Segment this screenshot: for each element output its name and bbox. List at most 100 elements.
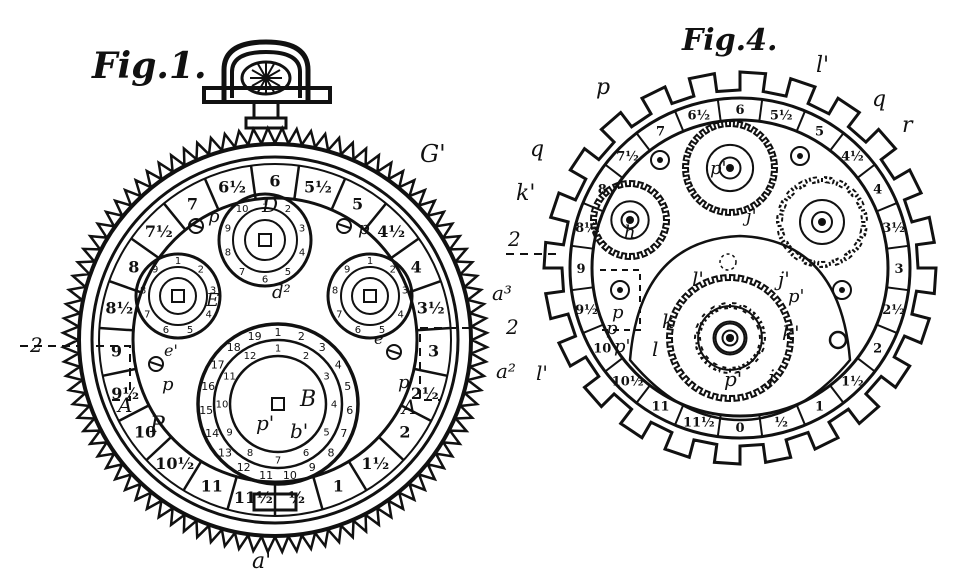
label4-j1: j' (742, 206, 757, 227)
outer-hour-number: 4½ (377, 222, 405, 241)
ring-divider (571, 244, 594, 250)
ring-divider (118, 404, 150, 423)
outer-ring-number: 11½ (683, 416, 715, 431)
outer-hour-number: 9 (111, 342, 122, 361)
subdial-number: 11 (223, 372, 236, 383)
subdial-number: 1 (275, 326, 282, 339)
subdial-number: 6 (262, 275, 268, 286)
subdial-number: 4 (331, 400, 337, 411)
label-d2: d² (272, 282, 291, 303)
outer-hour-number: 5½ (304, 178, 332, 197)
gear (589, 179, 671, 261)
label4-p1-center: p' (724, 367, 742, 391)
outer-hour-number: 4 (411, 257, 422, 276)
subdial-number: 8 (247, 448, 253, 459)
outer-hour-number: 5 (352, 195, 363, 214)
outer-ring-number: 11 (651, 400, 669, 415)
subdial-number: 16 (201, 380, 215, 393)
label4-q-top: q (872, 87, 886, 112)
ring-divider (856, 163, 876, 179)
outer-ring-number: 10½ (612, 374, 644, 389)
label-e1: e' (164, 341, 178, 360)
label-A-right: A (400, 395, 416, 419)
label4-k: k (662, 309, 674, 333)
outer-hour-number: 10 (134, 422, 156, 441)
gear (775, 175, 869, 269)
label4-k1: k' (782, 321, 800, 345)
outer-ring-number: 2½ (882, 303, 905, 318)
subdial-number: 6 (163, 325, 169, 336)
subdial-number: 4 (206, 309, 212, 320)
subdial-number: 9 (309, 461, 316, 474)
subdial-number: 3 (323, 372, 329, 383)
subdial-number: 3 (402, 285, 408, 296)
fig4-rim-ring (568, 96, 912, 440)
subdial-number: 11 (259, 469, 273, 482)
subdial-number: 1 (275, 344, 281, 355)
subdial-number: 2 (303, 351, 309, 362)
outer-hour-number: 9½ (111, 384, 139, 403)
outer-hour-number: 6 (269, 172, 280, 191)
outer-ring-number: 0 (735, 421, 744, 436)
ring-divider (829, 132, 845, 152)
label-P: P (149, 413, 166, 438)
outer-hour-number: 11 (201, 476, 223, 495)
subdial-number: 5 (323, 428, 329, 439)
subdial-number: 7 (336, 309, 342, 320)
label4-l1-left: l' (536, 361, 548, 385)
ring-divider (795, 110, 806, 132)
label4-j: j (764, 365, 774, 389)
ring-divider (145, 436, 173, 462)
subdial-number: 6 (355, 325, 361, 336)
fig1-bezel-ring (77, 142, 473, 538)
outer-hour-number: 2½ (411, 384, 439, 403)
label-G1: G' (420, 140, 446, 168)
ring-divider (99, 326, 134, 332)
watch-pendant (202, 39, 332, 130)
label4-q-left: q (530, 137, 544, 162)
subdial-number: 5 (344, 380, 351, 393)
subdial-number: 2 (298, 330, 305, 343)
ring-divider (347, 460, 368, 492)
subdial-number: 4 (398, 309, 404, 320)
outer-ring-number: 10 (593, 342, 611, 357)
subdial-number: 1 (262, 197, 268, 208)
label4-r: r (902, 113, 914, 138)
ring-divider (390, 237, 420, 260)
outer-hour-number: 3 (428, 342, 439, 361)
label4-2: 2 (507, 227, 521, 251)
subdial-number: 1 (367, 256, 373, 267)
subdial-number: 5 (379, 325, 385, 336)
subdial-number: 10 (236, 204, 249, 215)
ring-divider (416, 326, 451, 332)
subdial-number: 12 (244, 351, 257, 362)
ring-divider (674, 404, 685, 426)
outer-hour-number: 8 (128, 257, 139, 276)
ring-divider (604, 163, 624, 179)
ring-divider (635, 384, 651, 404)
fig1-labels: G' D E P B A A a³ a² a' d² b' p' p p p p… (29, 140, 519, 574)
gear (665, 273, 795, 403)
outer-ring-number: 6½ (687, 108, 710, 123)
subdial-number: 14 (205, 427, 219, 440)
label4-h: h (624, 222, 636, 243)
fig4-ring-dividers (571, 99, 909, 437)
subdial-number: 4 (299, 248, 305, 259)
label-2-right: 2 (505, 315, 519, 339)
ring-divider (876, 202, 898, 213)
label4-j1-right: j' (774, 267, 790, 291)
outer-ring-number: 7 (656, 124, 665, 139)
label4-p1-right: p' (788, 286, 804, 307)
fig4-notched-rim (542, 70, 938, 466)
label-p-upper-left: p (208, 206, 220, 227)
outer-ring-number: 3½ (882, 221, 905, 236)
subdial-number: 2 (285, 204, 291, 215)
ring-divider (363, 202, 388, 231)
label-b1: b' (290, 419, 308, 443)
ring-divider (856, 357, 876, 373)
